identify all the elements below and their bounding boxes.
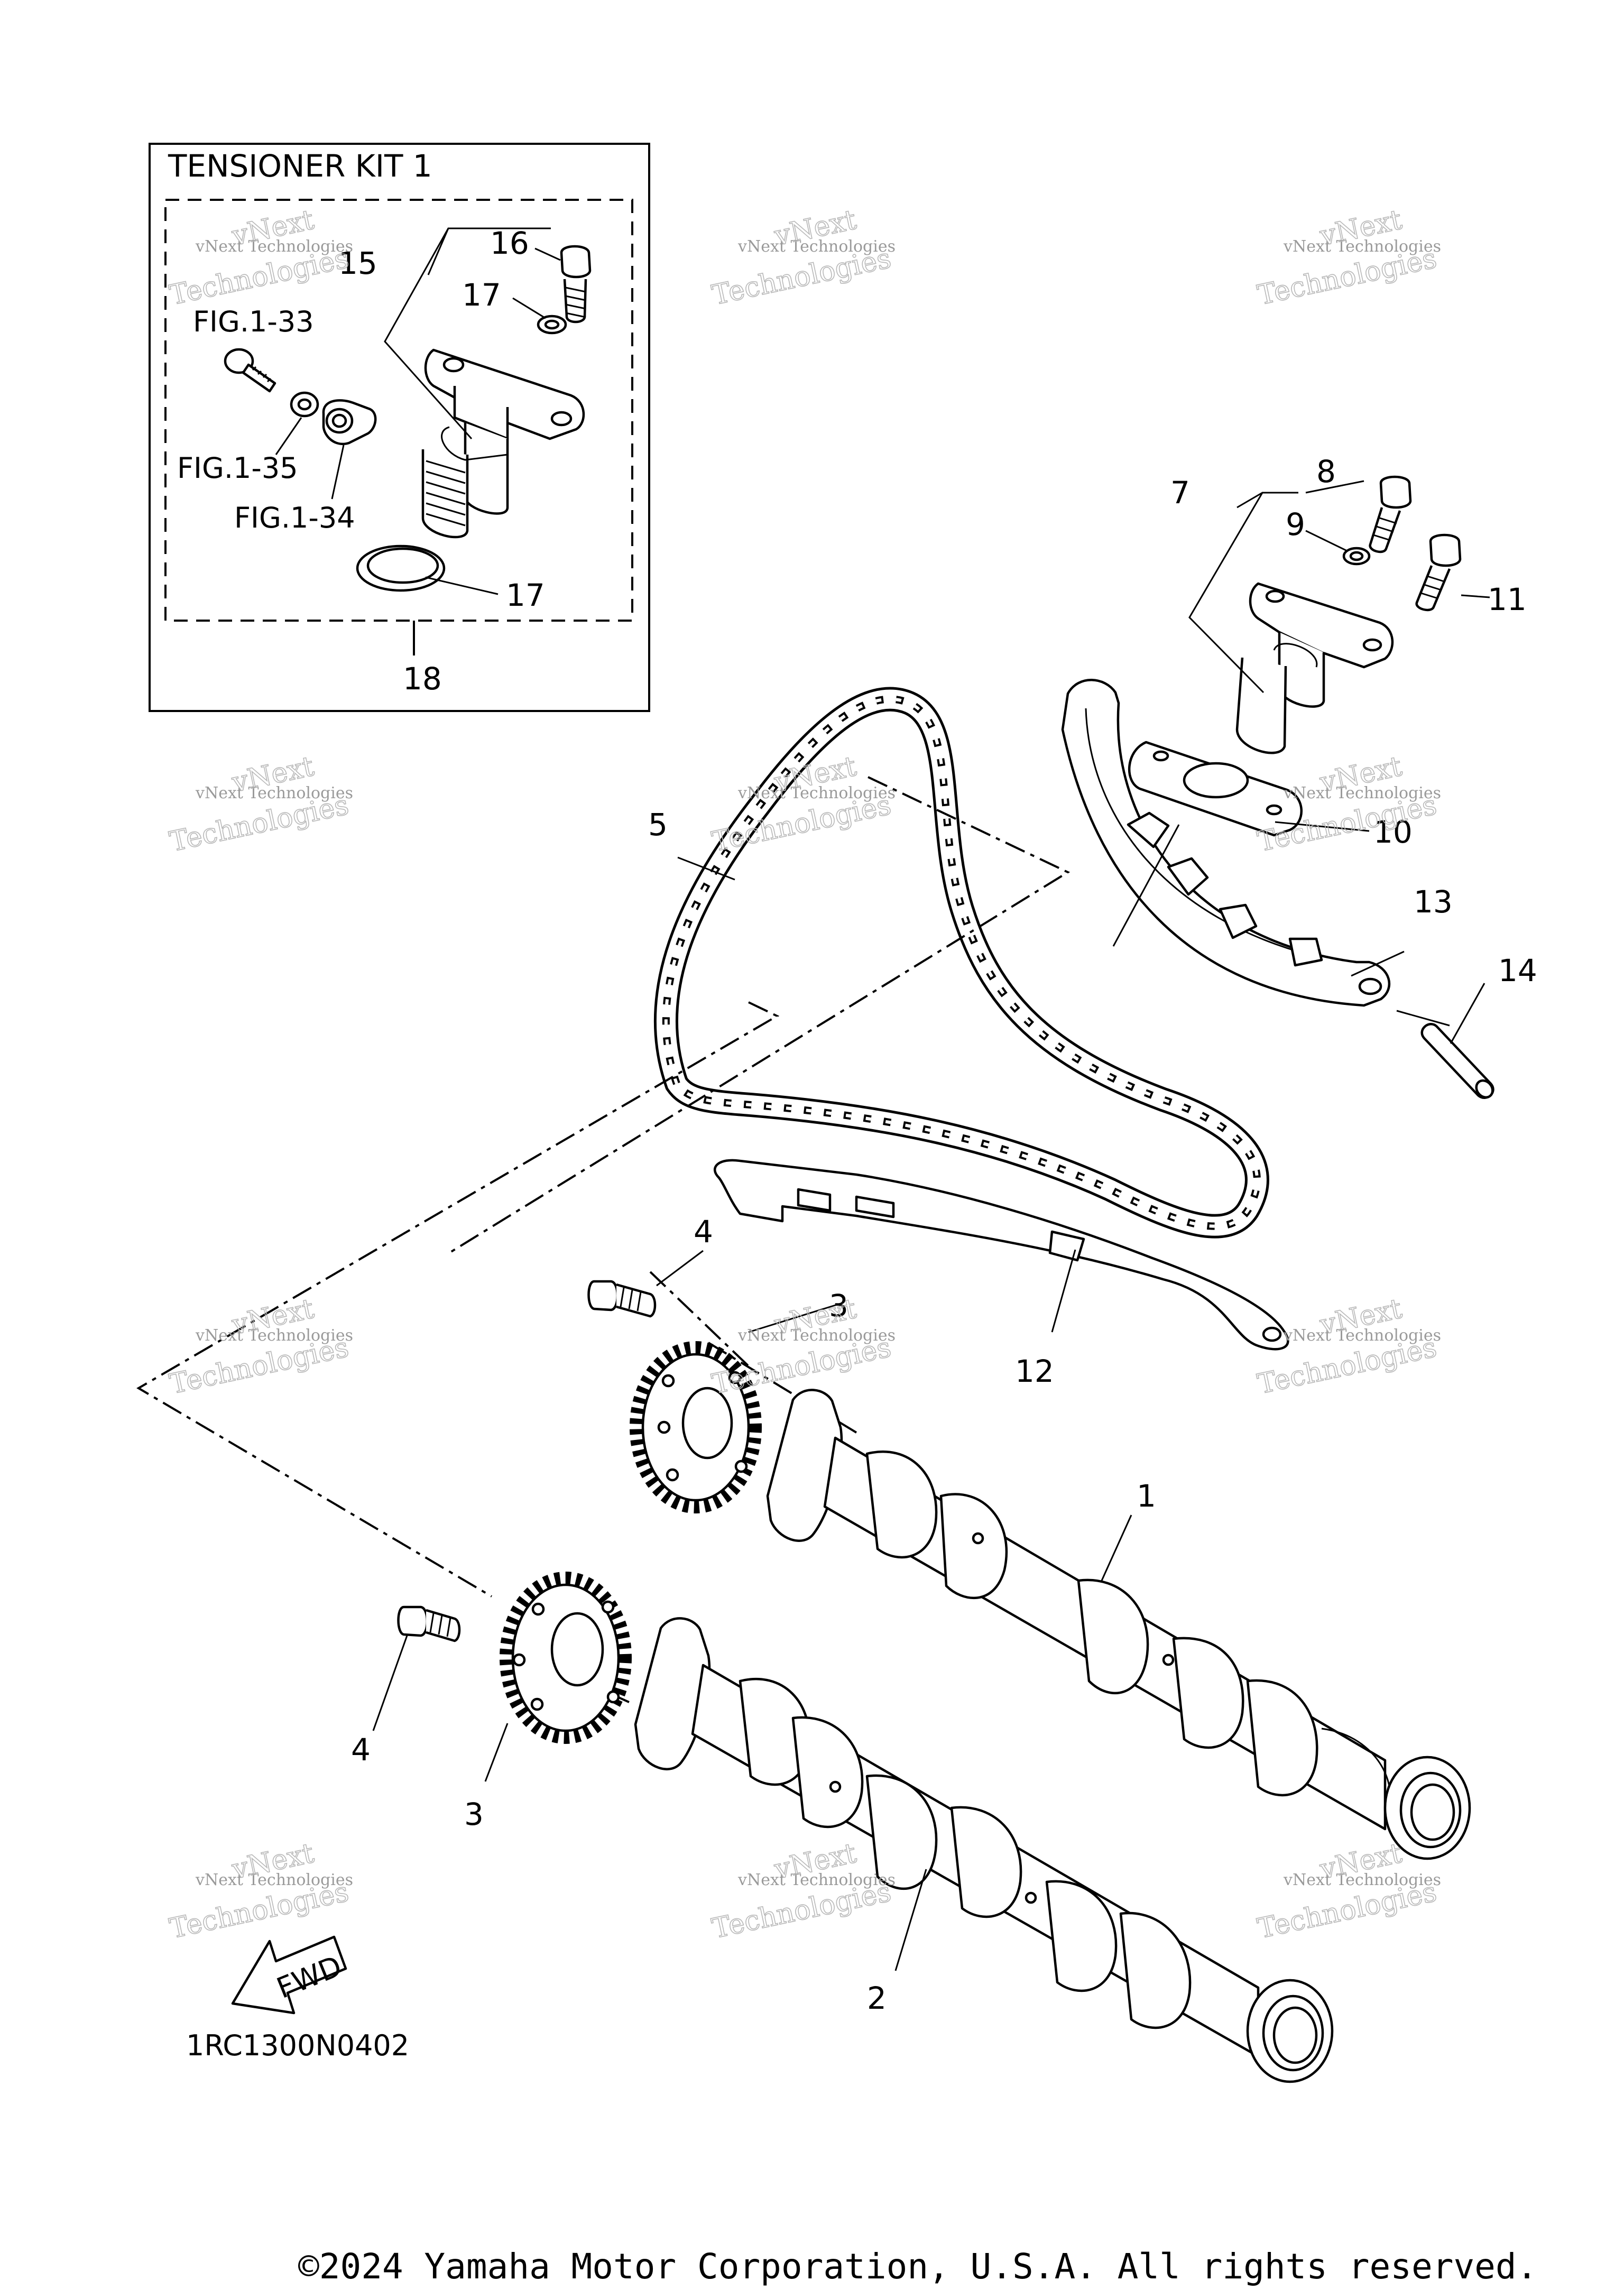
cap-fig-1-34-icon: [322, 399, 377, 445]
diagram-code: 1RC1300N0402: [186, 2029, 409, 2062]
svg-text:vNext Technologies: vNext Technologies: [195, 237, 353, 256]
svg-text:vNext Technologies: vNext Technologies: [737, 1326, 896, 1345]
svg-text:vNext Technologies: vNext Technologies: [737, 237, 896, 256]
watermark: vNext Technologies Technologies vNext: [167, 750, 353, 858]
callout-18: 17: [506, 577, 545, 613]
callout-17: 17: [462, 277, 501, 313]
washer-17-icon: [537, 315, 567, 335]
callout-4-lower: 4: [351, 1732, 371, 1768]
cam-chain-tensioner-kit-icon: [421, 348, 585, 539]
svg-text:vNext Technologies: vNext Technologies: [1283, 237, 1441, 256]
callout-4-upper: 4: [694, 1214, 713, 1250]
fwd-arrow-icon: FWD: [231, 1935, 347, 2015]
callout-13: 14: [1498, 953, 1537, 989]
svg-text:vNext Technologies: vNext Technologies: [195, 1871, 353, 1889]
chain-guide-11-icon: [714, 1159, 1289, 1351]
fig-ref-1-35: FIG.1-35: [177, 451, 298, 485]
watermark: vNext Technologies Technologies vNext: [709, 750, 896, 858]
callout-3-lower: 3: [464, 1796, 484, 1832]
watermark: vNext Technologies Technologies vNext: [1254, 204, 1441, 312]
bolt-10-icon: [1415, 533, 1462, 612]
callout-2: 2: [867, 1980, 887, 2016]
tensioner-guide-12-icon: [1061, 679, 1391, 1007]
svg-text:vNext Technologies: vNext Technologies: [737, 784, 896, 802]
bolt-16-icon: [560, 245, 592, 324]
callout-7: 8: [1316, 454, 1336, 490]
watermark: vNext Technologies Technologies vNext: [167, 1837, 353, 1945]
callout-9: 10: [1373, 814, 1413, 850]
watermark: vNext Technologies Technologies vNext: [709, 1837, 896, 1945]
tensioner-kit-panel: TENSIONER KIT 1 18 FIG.1-33 FIG.1-35 FIG…: [149, 143, 650, 712]
callout-15: 15: [338, 245, 377, 281]
bolt-4-lower-icon: [397, 1605, 461, 1642]
callout-6: 7: [1170, 475, 1190, 511]
callout-12: 13: [1414, 884, 1453, 920]
callout-11: 12: [1015, 1353, 1054, 1389]
svg-text:vNext Technologies: vNext Technologies: [195, 784, 353, 802]
callout-16: 16: [490, 225, 529, 261]
sprocket-3-lower-icon: [500, 1572, 632, 1744]
camshaft-1-icon: [766, 1389, 1471, 1860]
watermark: vNext Technologies Technologies vNext: [709, 1292, 896, 1401]
watermark: vNext Technologies Technologies vNext: [167, 204, 353, 312]
sprocket-3-upper-icon: [630, 1341, 762, 1513]
callout-8: 9: [1286, 506, 1305, 542]
bolt-7-icon: [1369, 475, 1412, 553]
svg-text:vNext Technologies: vNext Technologies: [1283, 1326, 1441, 1345]
tensioner-kit-title: TENSIONER KIT 1: [168, 148, 432, 184]
callout-10: 11: [1488, 581, 1527, 617]
svg-text:vNext Technologies: vNext Technologies: [195, 1326, 353, 1345]
timing-chain-5-icon: [653, 687, 1269, 1239]
callout-3-upper: 3: [829, 1288, 848, 1324]
callout-14: 18: [403, 661, 442, 697]
watermark: vNext Technologies Technologies vNext: [709, 204, 896, 312]
copyright-notice: ©2024 Yamaha Motor Corporation, U.S.A. A…: [298, 2246, 1537, 2287]
watermark: vNext Technologies Technologies vNext: [167, 1292, 353, 1401]
pin-13-icon: [1420, 1023, 1494, 1099]
camshaft-2-icon: [634, 1617, 1334, 2083]
cam-chain-tensioner-assembly: [1128, 582, 1394, 837]
bolt-fig-1-33-icon: [224, 348, 276, 393]
fig-ref-1-34: FIG.1-34: [234, 501, 355, 534]
svg-text:vNext Technologies: vNext Technologies: [737, 1871, 896, 1889]
svg-text:vNext Technologies: vNext Technologies: [1283, 784, 1441, 802]
callout-5: 5: [648, 807, 668, 843]
washer-8-icon: [1342, 547, 1371, 566]
o-ring-18-icon: [356, 544, 446, 592]
callout-1: 1: [1137, 1478, 1156, 1514]
fig-ref-1-33: FIG.1-33: [193, 305, 314, 338]
svg-text:vNext Technologies: vNext Technologies: [1283, 1871, 1441, 1889]
bolt-4-upper-icon: [587, 1280, 657, 1318]
washer-fig-1-35-icon: [290, 391, 319, 418]
